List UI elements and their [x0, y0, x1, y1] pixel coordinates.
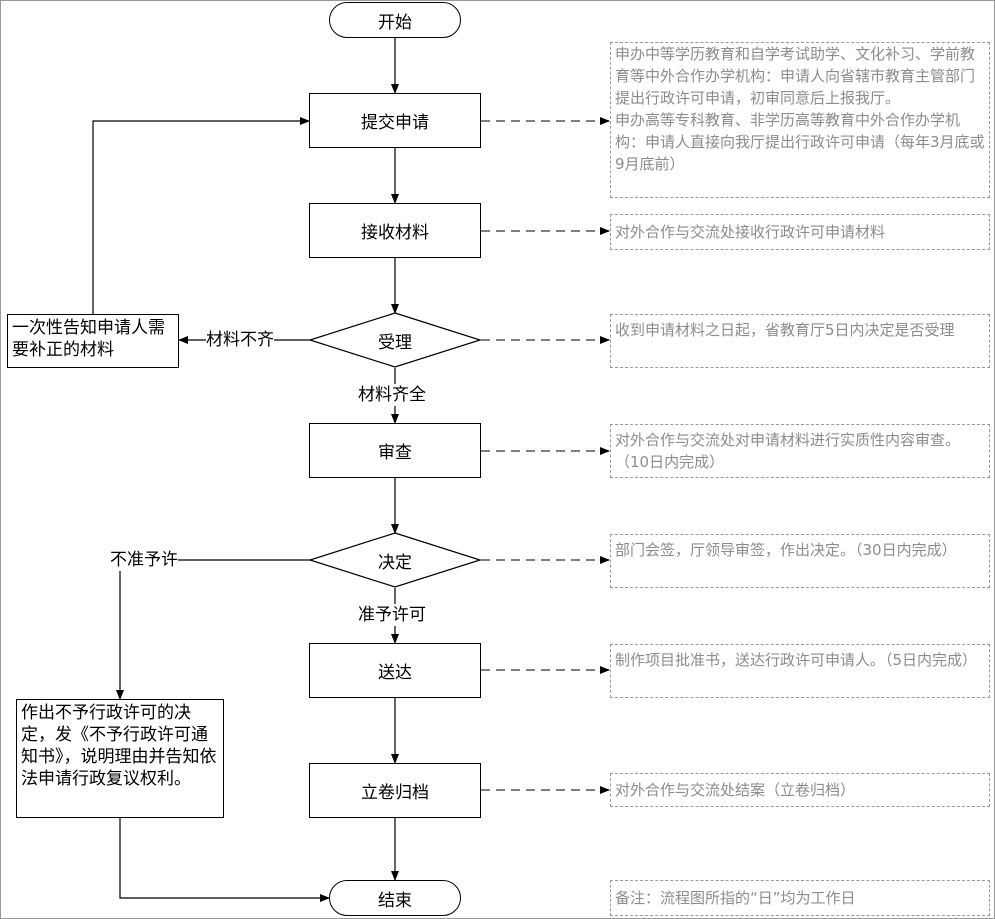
note-remark: 备注：流程图所指的“日”均为工作日: [610, 880, 990, 916]
edge-label-not-permit: 不准予许: [110, 549, 178, 571]
accept-node-label: 受理: [378, 332, 412, 353]
start-node: 开始: [329, 2, 461, 38]
note-review: 对外合作与交流处对申请材料进行实质性内容审查。（10日内完成）: [610, 424, 990, 478]
accept-diamond: [308, 312, 482, 368]
notify-supplement-box: 一次性告知申请人需要补正的材料: [7, 314, 179, 368]
note-submit-line1: 申办中等学历教育和自学考试助学、文化补习、学前教育等中外合作办学机构：申请人向省…: [615, 45, 976, 107]
note-decide: 部门会签，厅领导审签，作出决定。（30日内完成）: [610, 534, 990, 588]
arrow-decide-to-reject: [116, 559, 310, 700]
archive-node: 立卷归档: [309, 763, 481, 818]
edge-label-incomplete: 材料不齐: [206, 329, 274, 351]
edge-label-permit: 准予许可: [358, 604, 426, 626]
note-deliver: 制作项目批准书，送达行政许可申请人。（5日内完成）: [610, 644, 990, 698]
note-archive: 对外合作与交流处结案（立卷归档）: [610, 773, 990, 807]
receive-node: 接收材料: [309, 203, 481, 258]
arrow-reject-to-end: [119, 818, 330, 902]
decide-node-label: 决定: [378, 552, 412, 573]
deliver-node: 送达: [309, 643, 481, 698]
edge-label-complete: 材料齐全: [358, 384, 426, 406]
review-node: 审查: [309, 423, 481, 478]
decide-diamond: [308, 532, 482, 588]
note-accept: 收到申请材料之日起，省教育厅5日内决定是否受理: [610, 314, 990, 368]
end-node: 结束: [329, 880, 461, 916]
submit-node: 提交申请: [309, 93, 481, 148]
reject-decision-box: 作出不予行政许可的决定，发《不予行政许可通知书》，说明理由并告知依法申请行政复议…: [16, 699, 224, 818]
arrow-notify-to-submit: [92, 117, 310, 314]
note-receive: 对外合作与交流处接收行政许可申请材料: [610, 214, 990, 250]
note-submit: 申办中等学历教育和自学考试助学、文化补习、学前教育等中外合作办学机构：申请人向省…: [610, 42, 990, 198]
note-submit-line2: 申办高等专科教育、非学历高等教育中外合作办学机构：申请人直接向我厅提出行政许可申…: [615, 111, 985, 173]
